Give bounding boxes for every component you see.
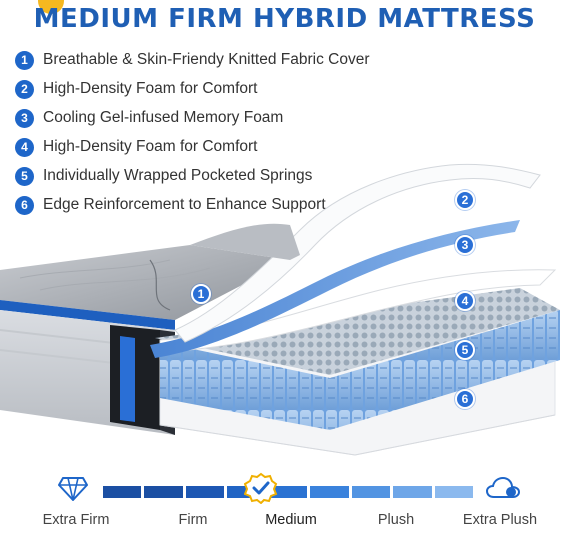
diamond-icon: [58, 475, 88, 501]
firmness-track: [103, 486, 473, 498]
firmness-segment: [434, 486, 473, 498]
number-badge: 3: [15, 108, 34, 128]
feature-text: Cooling Gel-infused Memory Foam: [43, 109, 284, 126]
feature-item: 1 Breathable & Skin-Friendy Knitted Fabr…: [15, 49, 370, 71]
sun-decoration-icon: [38, 0, 64, 14]
feature-item: 3 Cooling Gel-infused Memory Foam: [15, 107, 283, 129]
firmness-label-firm: Firm: [178, 512, 208, 528]
firmness-label-extra-firm: Extra Firm: [42, 512, 110, 528]
firmness-segment: [103, 486, 142, 498]
firmness-label-plush: Plush: [377, 512, 415, 528]
feature-item: 4 High-Density Foam for Comfort: [15, 136, 257, 158]
feature-text: High-Density Foam for Comfort: [43, 138, 258, 155]
mattress-layers-image: [0, 163, 560, 456]
number-badge: 5: [15, 166, 34, 186]
mattress-illustration: 1 2 3 4 5 6: [0, 160, 569, 460]
firmness-segment: [393, 486, 432, 498]
header: MEDIUM FIRM HYBRID MATTRESS: [0, 0, 569, 42]
cloud-icon: [485, 476, 521, 500]
feature-text: Breathable & Skin-Friendy Knitted Fabric…: [43, 51, 370, 68]
feature-item: 2 High-Density Foam for Comfort: [15, 78, 257, 100]
firmness-segment: [268, 486, 308, 498]
firmness-segment: [144, 486, 183, 498]
page-title: MEDIUM FIRM HYBRID MATTRESS: [33, 4, 536, 34]
feature-text: High-Density Foam for Comfort: [43, 80, 258, 97]
feature-item: 6 Edge Reinforcement to Enhance Support: [15, 194, 326, 216]
number-badge: 4: [15, 137, 34, 157]
firmness-segment: [351, 486, 391, 498]
number-badge: 1: [15, 50, 34, 70]
layer-callout-2: 2: [455, 190, 475, 210]
feature-item: 5 Individually Wrapped Pocketed Springs: [15, 165, 312, 187]
layer-callout-6: 6: [455, 389, 475, 409]
firmness-segment: [310, 486, 349, 498]
firmness-label-extra-plush: Extra Plush: [462, 512, 538, 528]
feature-text: Edge Reinforcement to Enhance Support: [43, 196, 326, 213]
checkmark-icon: [243, 472, 278, 505]
firmness-label-medium: Medium: [265, 512, 317, 528]
number-badge: 2: [15, 79, 34, 99]
firmness-segment: [185, 486, 225, 498]
layer-callout-4: 4: [455, 291, 475, 311]
layer-callout-5: 5: [455, 340, 475, 360]
layer-callout-1: 1: [191, 284, 211, 304]
number-badge: 6: [15, 195, 34, 215]
layer-callout-3: 3: [455, 235, 475, 255]
feature-text: Individually Wrapped Pocketed Springs: [43, 167, 313, 184]
